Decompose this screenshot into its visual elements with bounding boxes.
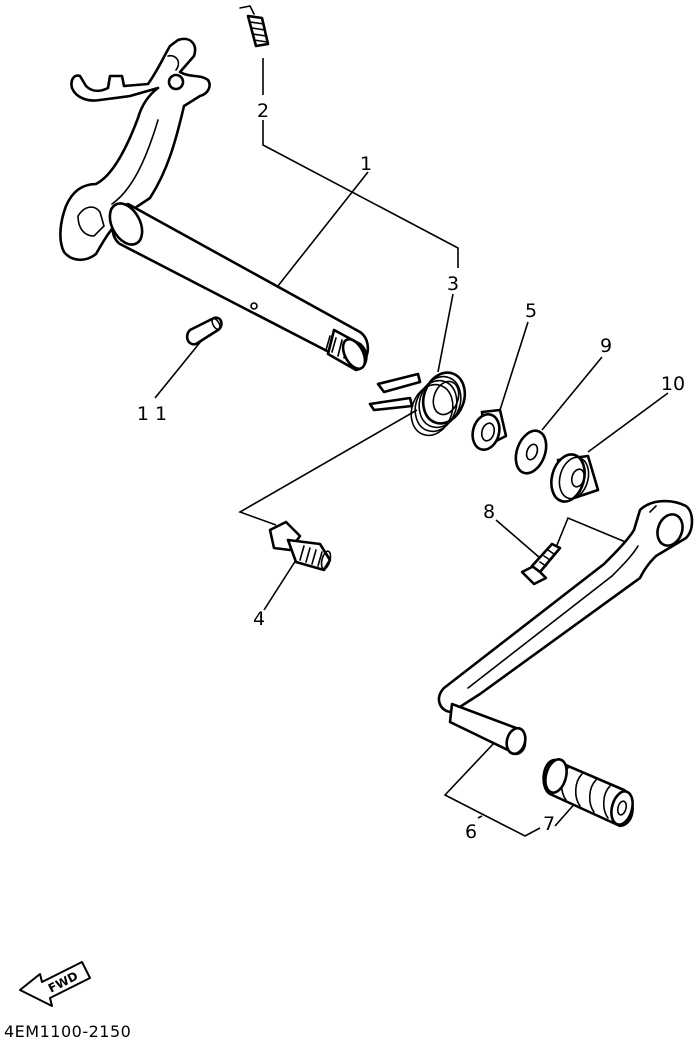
callout-6: 6 [465, 821, 477, 843]
small-spring-part [239, 5, 270, 48]
catalog-code: 4EM1100-2150 [4, 1022, 131, 1041]
callout-11: 1 1 [137, 403, 167, 425]
callout-7: 7 [543, 813, 555, 835]
callout-labels: 1 2 3 4 5 6 7 8 9 10 1 1 [137, 100, 685, 843]
dowel-pin-part [185, 316, 223, 346]
callout-9: 9 [600, 335, 612, 357]
callout-4: 4 [253, 608, 265, 630]
leader-lines [154, 58, 669, 837]
oil-seal-part [550, 453, 600, 503]
rubber-peg-part [542, 758, 634, 828]
step-bolt-part [268, 520, 332, 572]
torsion-spring-part [368, 371, 467, 437]
collar-part [471, 408, 508, 452]
washer-part [514, 429, 548, 475]
callout-8: 8 [483, 501, 495, 523]
callout-1: 1 [360, 153, 372, 175]
shift-shaft-part [59, 37, 370, 372]
callout-10: 10 [661, 373, 685, 395]
callout-2: 2 [257, 100, 269, 122]
callout-5: 5 [525, 300, 537, 322]
callout-3: 3 [447, 273, 459, 295]
fwd-direction-arrow: FWD [19, 961, 91, 1007]
shift-pedal-part [437, 499, 694, 756]
bolt-part [520, 542, 562, 586]
